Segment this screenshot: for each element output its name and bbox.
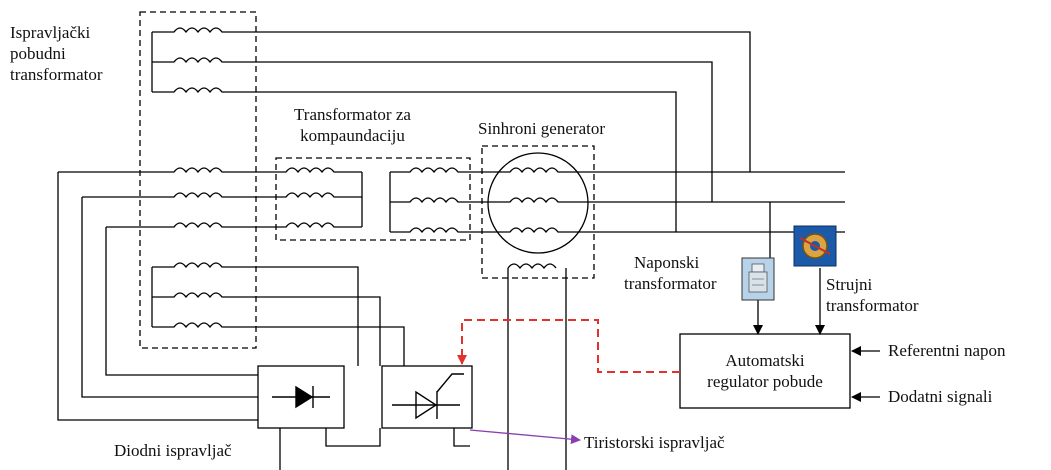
avr-label: Automatski regulator pobude — [707, 351, 823, 391]
sync-generator-label: Sinhroni generator — [478, 119, 605, 138]
excitation-transformer-box — [139, 11, 257, 349]
excitation-secondary-coils-thyristor — [151, 262, 405, 366]
extra-signals-label: Dodatni signali — [888, 387, 993, 406]
thyristor-label-pointer — [469, 429, 581, 445]
diode-icon — [272, 385, 330, 409]
field-winding — [507, 263, 567, 470]
excitation-transformer-label: Ispravljački pobudni transformator — [10, 23, 103, 84]
excitation-secondary-coils-diode — [57, 167, 258, 421]
ct-icon — [793, 225, 837, 267]
compounding-coils-right — [389, 167, 500, 234]
thyristor-icon — [392, 373, 464, 420]
voltage-transformer-label: Naponski transformator — [624, 253, 717, 293]
compounding-coils-left — [256, 167, 363, 229]
diode-to-thyristor — [325, 428, 381, 447]
compounding-transformer-box — [275, 157, 471, 241]
current-transformer-label: Strujni transformator — [826, 275, 919, 315]
excitation-primary-coils — [151, 27, 751, 232]
vt-icon — [741, 257, 775, 301]
diode-rectifier-label: Diodni ispravljač — [114, 441, 232, 460]
thyristor-rectifier-label: Tiristorski ispravljač — [584, 433, 725, 452]
sync-generator-box — [481, 145, 595, 279]
thyristor-to-field — [453, 428, 470, 447]
thyristor-rectifier-box — [381, 365, 473, 429]
reference-voltage-label: Referentni napon — [888, 341, 1006, 360]
compounding-transformer-label: Transformator za kompaundaciju — [294, 105, 411, 145]
stator-windings — [500, 167, 845, 234]
diode-rectifier-box — [257, 365, 345, 429]
stator-circle — [487, 152, 589, 254]
control-signal-line — [457, 319, 680, 373]
